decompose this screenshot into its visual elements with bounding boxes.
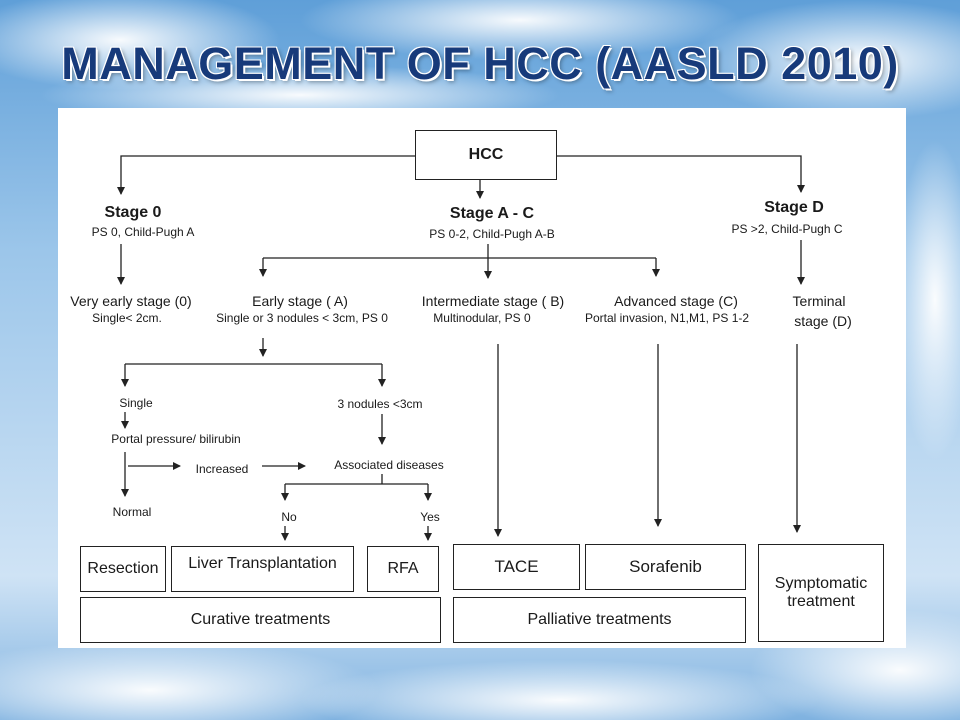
increased-label: Increased bbox=[195, 462, 249, 476]
slide-title: MANAGEMENT OF HCC (AASLD 2010) bbox=[61, 38, 899, 89]
curative-treatments-box: Curative treatments bbox=[80, 597, 441, 643]
single-label: Single bbox=[119, 396, 153, 410]
early-stage-title: Early stage ( A) bbox=[252, 293, 348, 309]
early-stage-criteria: Single or 3 nodules < 3cm, PS 0 bbox=[216, 311, 388, 325]
intermediate-stage-criteria: Multinodular, PS 0 bbox=[433, 311, 531, 325]
stage-0-criteria: PS 0, Child-Pugh A bbox=[91, 225, 195, 239]
terminal-stage-line1: Terminal bbox=[792, 293, 846, 309]
symptomatic-line2: treatment bbox=[787, 593, 855, 610]
liver-transplantation-box: Liver Transplantation bbox=[171, 546, 354, 592]
tace-box: TACE bbox=[453, 544, 580, 590]
very-early-stage-criteria: Single< 2cm. bbox=[92, 311, 162, 325]
associated-diseases-label: Associated diseases bbox=[334, 458, 444, 472]
resection-box: Resection bbox=[80, 546, 166, 592]
symptomatic-treatment-box: Symptomatic treatment bbox=[758, 544, 884, 642]
stage-a-c-title: Stage A - C bbox=[449, 205, 535, 222]
advanced-stage-criteria: Portal invasion, N1,M1, PS 1-2 bbox=[584, 311, 750, 325]
hcc-root-node: HCC bbox=[415, 130, 557, 180]
sorafenib-box: Sorafenib bbox=[585, 544, 746, 590]
symptomatic-line1: Symptomatic bbox=[774, 575, 868, 592]
stage-d-criteria: PS >2, Child-Pugh C bbox=[731, 222, 843, 236]
yes-label: Yes bbox=[420, 510, 440, 524]
portal-pressure-label: Portal pressure/ bilirubin bbox=[111, 432, 241, 446]
very-early-stage-title: Very early stage (0) bbox=[70, 293, 192, 309]
stage-a-c-criteria: PS 0-2, Child-Pugh A-B bbox=[429, 227, 555, 241]
no-label: No bbox=[281, 510, 297, 524]
terminal-stage-line2: stage (D) bbox=[794, 313, 852, 329]
intermediate-stage-title: Intermediate stage ( B) bbox=[421, 293, 565, 309]
normal-label: Normal bbox=[112, 505, 152, 519]
three-nodules-label: 3 nodules <3cm bbox=[337, 397, 423, 411]
stage-d-title: Stage D bbox=[764, 199, 824, 216]
rfa-box: RFA bbox=[367, 546, 439, 592]
stage-0-title: Stage 0 bbox=[104, 204, 162, 221]
advanced-stage-title: Advanced stage (C) bbox=[614, 293, 738, 309]
palliative-treatments-box: Palliative treatments bbox=[453, 597, 746, 643]
